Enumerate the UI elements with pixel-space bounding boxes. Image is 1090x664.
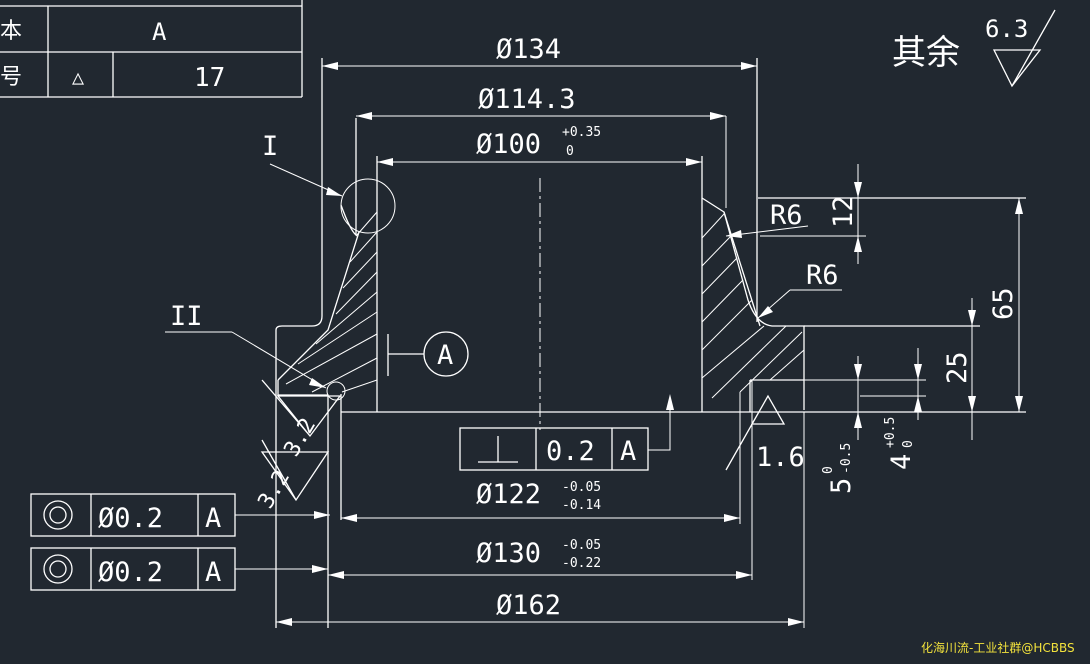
dim-h5: 5 0 -0.5 <box>804 356 866 494</box>
detail-callout-1: I <box>262 131 396 234</box>
detail-2-label: II <box>170 301 203 332</box>
dim-d100-upper: +0.35 <box>562 125 601 140</box>
roughness-left-upper-value: 3.2 <box>280 414 322 461</box>
dim-h25: 25 <box>942 298 976 440</box>
title-row1-value: A <box>152 18 167 46</box>
fcf1-datum: A <box>620 436 636 467</box>
svg-text:Ø122: Ø122 <box>476 479 541 510</box>
title-row2-symbol: △ <box>72 65 84 89</box>
title-block: 本 A 号 △ 17 <box>0 0 303 98</box>
general-roughness-note: 其余 6.3 <box>892 9 1056 88</box>
dim-d162-value: 162 <box>512 590 561 621</box>
roughness-right: 1.6 <box>725 394 805 473</box>
fcf-perpendicularity: 0.2 A <box>459 394 674 471</box>
h12-label: 12 <box>828 195 859 228</box>
svg-text:Ø100: Ø100 <box>476 129 541 160</box>
dim-d134-value: 134 <box>512 34 561 65</box>
h25-label: 25 <box>942 351 973 384</box>
concentricity-icon <box>43 500 73 530</box>
datum-a: A <box>387 331 469 377</box>
h5-upper: 0 <box>821 466 836 474</box>
svg-text:Ø134: Ø134 <box>496 34 561 65</box>
dim-d130-value: 130 <box>492 538 541 569</box>
dim-d122-value: 122 <box>492 479 541 510</box>
concentricity-icon <box>43 554 73 584</box>
h4-upper: +0.5 <box>883 417 898 448</box>
radius-r6-top: R6 <box>725 200 809 238</box>
hatch-right <box>701 213 805 399</box>
title-row2-label: 号 <box>0 65 22 90</box>
fcf3-datum: A <box>205 557 221 588</box>
dim-d130-upper: -0.05 <box>562 538 601 553</box>
svg-text:Ø130: Ø130 <box>476 538 541 569</box>
fcf2-value: Ø0.2 <box>98 503 163 534</box>
h65-label: 65 <box>988 287 1019 320</box>
detail-callout-2: II <box>165 301 346 401</box>
radius-r6-mid: R6 <box>757 260 842 319</box>
r6-mid-label: R6 <box>806 260 839 291</box>
dim-d130: Ø130 -0.05 -0.22 <box>328 380 753 580</box>
detail-1-label: I <box>262 131 278 162</box>
dim-h12: 12 <box>760 164 866 264</box>
fcf-concentricity-1: Ø0.2 A <box>30 493 330 537</box>
perpendicularity-icon <box>478 436 518 463</box>
dim-h65: 65 <box>988 198 1023 412</box>
roughness-left: 3.2 3.2 <box>254 379 342 513</box>
watermark: 化海川流-工业社群@HCBBS <box>921 640 1075 655</box>
h4-lower: 0 <box>901 440 916 448</box>
roughness-note-text: 其余 <box>892 33 960 73</box>
dim-d162: Ø162 <box>276 412 805 628</box>
dim-d114-value: 114.3 <box>494 84 575 115</box>
dim-d122: Ø122 -0.05 -0.14 <box>341 392 741 524</box>
hatch-left <box>285 211 378 393</box>
dim-h4: 4 +0.5 0 <box>860 348 926 470</box>
title-row2-value: 17 <box>194 63 225 93</box>
dim-d100-lower: 0 <box>566 144 574 159</box>
h5-lower: -0.5 <box>839 443 854 474</box>
svg-text:Ø162: Ø162 <box>496 590 561 621</box>
roughness-symbol-icon <box>992 9 1056 88</box>
dim-d100-value: 100 <box>492 129 541 160</box>
title-row1-label: 本 <box>0 19 22 44</box>
fcf3-value: Ø0.2 <box>98 557 163 588</box>
h5-label: 5 <box>826 478 857 494</box>
fcf1-value: 0.2 <box>546 436 595 467</box>
dim-d122-lower: -0.14 <box>562 498 601 513</box>
part-section <box>275 58 1026 628</box>
roughness-note-value: 6.3 <box>985 15 1028 43</box>
dim-d130-lower: -0.22 <box>562 556 601 571</box>
fcf-concentricity-2: Ø0.2 A <box>30 547 328 591</box>
fcf2-datum: A <box>205 503 221 534</box>
dim-d114: Ø114.3 <box>356 84 727 208</box>
svg-text:Ø114.3: Ø114.3 <box>478 84 576 115</box>
dim-d134: Ø134 <box>322 34 757 70</box>
r6-top-label: R6 <box>770 200 803 231</box>
roughness-right-value: 1.6 <box>756 442 805 473</box>
dim-d100: Ø100 +0.35 0 <box>377 125 702 166</box>
h4-label: 4 <box>886 454 917 470</box>
dim-d122-upper: -0.05 <box>562 480 601 495</box>
datum-a-label: A <box>437 340 453 371</box>
